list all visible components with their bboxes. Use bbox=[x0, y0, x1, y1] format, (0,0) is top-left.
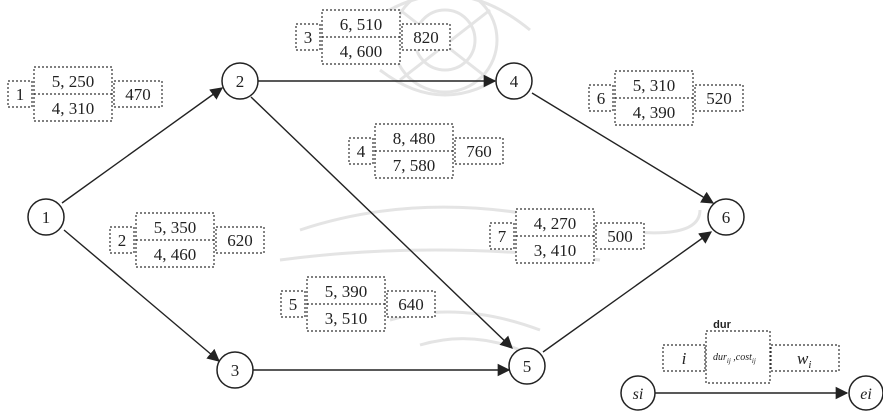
activity-box-4: 4 8, 480 7, 580 760 bbox=[348, 123, 504, 179]
activity-index-box bbox=[295, 23, 321, 51]
edges bbox=[61, 74, 715, 377]
node-2: 2 bbox=[221, 62, 259, 100]
activity-mode-top: 5, 310 bbox=[633, 76, 676, 95]
activity-box-3: 3 6, 510 4, 600 820 bbox=[295, 9, 451, 65]
activity-index: 7 bbox=[498, 227, 507, 246]
activity-mode-bottom: 4, 600 bbox=[340, 42, 383, 61]
activity-index-box bbox=[109, 226, 135, 254]
activity-box-5: 5 5, 390 3, 510 640 bbox=[280, 276, 436, 332]
activity-box-7: 7 4, 270 3, 410 500 bbox=[489, 208, 645, 264]
activity-mode-top: 5, 250 bbox=[52, 72, 95, 91]
legend-w-main: w bbox=[797, 349, 809, 368]
activity-weight: 620 bbox=[227, 231, 253, 250]
activity-index-box bbox=[348, 137, 374, 165]
node-3-label: 3 bbox=[231, 361, 240, 380]
legend-dur-sub: ij bbox=[727, 357, 731, 365]
activity-mode-bottom: 7, 580 bbox=[393, 156, 436, 175]
activity-box-1: 1 5, 250 4, 310 470 bbox=[7, 66, 163, 122]
node-4-label: 4 bbox=[510, 72, 519, 91]
activity-mode-top: 5, 350 bbox=[154, 218, 197, 237]
node-1: 1 bbox=[27, 198, 65, 236]
legend: dur i durij ,costij wi si ei bbox=[620, 319, 883, 411]
edge-1-3 bbox=[63, 229, 220, 362]
legend-dur-cost: durij ,costij bbox=[713, 352, 756, 365]
legend-i-box bbox=[662, 344, 706, 372]
activity-mode-top: 5, 390 bbox=[325, 282, 368, 301]
legend-start-label: si bbox=[633, 386, 644, 403]
activity-mode-top: 4, 270 bbox=[534, 214, 577, 233]
legend-title: dur bbox=[713, 319, 731, 331]
activity-index-box bbox=[588, 84, 614, 112]
activity-mode-top: 6, 510 bbox=[340, 15, 383, 34]
activity-weight: 760 bbox=[466, 142, 492, 161]
activity-weight-box bbox=[386, 290, 436, 318]
node-5: 5 bbox=[508, 347, 546, 385]
activity-index: 3 bbox=[304, 28, 313, 47]
activity-weight: 820 bbox=[413, 28, 439, 47]
edge-5-6 bbox=[542, 231, 713, 353]
activity-mode-bottom: 3, 410 bbox=[534, 241, 577, 260]
activity-weight-box bbox=[215, 226, 265, 254]
activity-index-box bbox=[7, 80, 33, 108]
activity-index: 5 bbox=[289, 295, 298, 314]
activity-box-6: 6 5, 310 4, 390 520 bbox=[588, 70, 744, 126]
node-2-label: 2 bbox=[236, 72, 245, 91]
legend-cost-sub: ij bbox=[752, 357, 756, 365]
activity-mode-bottom: 4, 390 bbox=[633, 103, 676, 122]
node-6-label: 6 bbox=[722, 208, 731, 227]
legend-dur: dur bbox=[713, 352, 727, 363]
activity-index-box bbox=[280, 290, 306, 318]
activity-weight-box bbox=[401, 23, 451, 51]
activity-index: 6 bbox=[597, 89, 606, 108]
activity-weight-box bbox=[113, 80, 163, 108]
activity-mode-bottom: 4, 460 bbox=[154, 245, 197, 264]
activity-mode-bottom: 3, 510 bbox=[325, 309, 368, 328]
activity-index: 4 bbox=[357, 142, 366, 161]
activity-weight-box bbox=[694, 84, 744, 112]
legend-dur-cost-box bbox=[705, 330, 771, 384]
activity-index-box bbox=[489, 222, 515, 250]
activity-weight: 500 bbox=[607, 227, 633, 246]
legend-end-node bbox=[848, 375, 883, 411]
node-1-label: 1 bbox=[42, 208, 51, 227]
legend-w: wi bbox=[797, 349, 811, 371]
activity-weight-box bbox=[454, 137, 504, 165]
legend-cost: ,cost bbox=[731, 352, 752, 363]
activity-mode-top: 8, 480 bbox=[393, 129, 436, 148]
activity-box-2: 2 5, 350 4, 460 620 bbox=[109, 212, 265, 268]
node-5-label: 5 bbox=[523, 357, 532, 376]
activity-weight: 470 bbox=[125, 85, 151, 104]
activity-index: 1 bbox=[16, 85, 25, 104]
legend-w-sub: i bbox=[808, 359, 811, 371]
node-6: 6 bbox=[707, 198, 745, 236]
node-4: 4 bbox=[495, 62, 533, 100]
edge-2-5 bbox=[250, 96, 513, 349]
legend-w-box bbox=[770, 344, 840, 372]
legend-i: i bbox=[682, 349, 687, 368]
activity-weight-box bbox=[595, 222, 645, 250]
activity-index: 2 bbox=[118, 231, 127, 250]
edge-4-6 bbox=[531, 92, 715, 204]
node-3: 3 bbox=[216, 351, 254, 389]
activity-weight: 520 bbox=[706, 89, 732, 108]
edge-1-2 bbox=[61, 87, 224, 204]
activity-boxes: 1 5, 250 4, 310 470 2 5, 350 4, 460 620 3 6, 510 4… bbox=[7, 9, 744, 332]
legend-end-label: ei bbox=[860, 386, 872, 403]
activity-mode-bottom: 4, 310 bbox=[52, 99, 95, 118]
activity-weight: 640 bbox=[398, 295, 424, 314]
